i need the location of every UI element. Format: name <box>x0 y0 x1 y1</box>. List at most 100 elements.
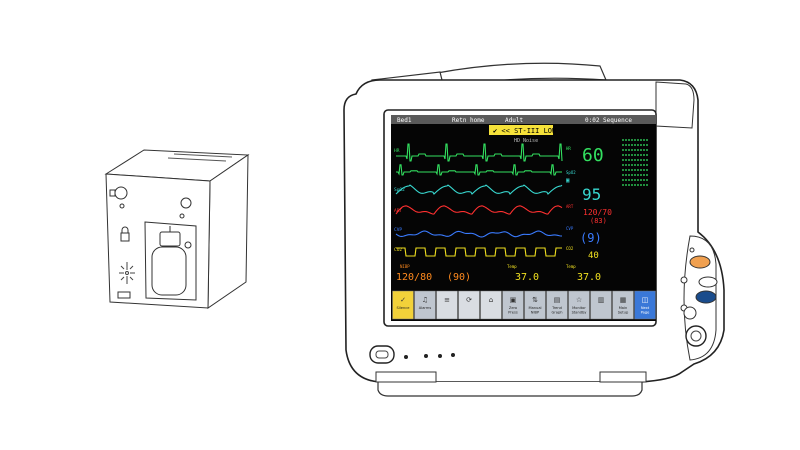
monitor-foot-left <box>375 371 437 383</box>
softkey-face[interactable] <box>458 290 480 320</box>
info-column <box>622 139 648 186</box>
softkey-label: Page <box>641 311 650 315</box>
alarm-silence-key[interactable] <box>689 255 711 269</box>
module-lock-icon <box>120 226 130 242</box>
art-value: 120/70 <box>583 208 612 217</box>
softkey-icon: ♫ <box>422 296 428 304</box>
key-white[interactable] <box>698 276 718 288</box>
monitor-base <box>377 382 643 397</box>
spo2-label: SpO2 <box>394 187 405 193</box>
cvp-waveform <box>395 230 562 238</box>
softkey[interactable]: ♫ Alarms <box>414 290 436 320</box>
module-connector-left[interactable] <box>114 186 128 200</box>
status-patient-type: Adult <box>505 117 523 124</box>
softkey-label: Alarms <box>419 306 432 310</box>
module-valve <box>184 241 192 249</box>
softkey-icon: ☆ <box>576 296 582 304</box>
softkey-bar: ✓Silence♫Alarms≡⟳⌂▣ZeroPress⇅ManualNIBP▤… <box>392 290 656 320</box>
softkey-face[interactable] <box>568 290 590 320</box>
hr-param-label: HR <box>566 146 571 151</box>
art-param-label: ART <box>566 204 574 209</box>
menu-key[interactable] <box>695 290 717 304</box>
module-connector-right[interactable] <box>180 197 192 209</box>
indicator-led-1 <box>404 355 408 359</box>
softkey-face[interactable] <box>546 290 568 320</box>
ecg-waveform <box>396 143 563 162</box>
temp1-label: Temp <box>507 264 517 269</box>
softkey-icon: ▥ <box>598 296 605 304</box>
softkey-face[interactable] <box>524 290 546 320</box>
ecg-label: HR <box>394 148 400 154</box>
key-round[interactable] <box>683 306 697 320</box>
monitor-screen: Bed1 Retn home Adult 0:02 Sequence ✔ << … <box>391 115 656 321</box>
module-pump-chamber <box>151 246 187 296</box>
patient-monitor: Bed1 Retn home Adult 0:02 Sequence ✔ << … <box>343 62 725 397</box>
softkey-face[interactable] <box>414 290 436 320</box>
softkey-label: Graph <box>551 311 562 315</box>
softkey-icon: ▤ <box>554 296 561 304</box>
softkey-icon: ⟳ <box>466 296 472 304</box>
softkey-face[interactable] <box>634 290 656 320</box>
module-vent-icon <box>119 262 135 284</box>
indicator-led-2 <box>424 354 428 358</box>
spo2-waveform <box>395 184 563 195</box>
co2-value: 40 <box>588 251 599 261</box>
status-retn: Retn home <box>452 117 485 124</box>
softkey[interactable]: ✓ Silence <box>392 290 414 320</box>
alarm-message: ✔ << ST-III LOW <box>493 127 557 135</box>
power-icon <box>375 350 389 359</box>
module-screw-1 <box>119 203 125 209</box>
status-bed: Bed1 <box>397 117 412 124</box>
indicator-led-3 <box>438 354 442 358</box>
key-small-1[interactable] <box>680 276 688 284</box>
softkey-face[interactable] <box>612 290 634 320</box>
softkey-icon: ▦ <box>620 296 627 304</box>
spo2-value: 95 <box>582 185 601 204</box>
softkey[interactable]: ≡ <box>436 290 458 320</box>
softkey-icon: ◫ <box>642 296 649 304</box>
softkey-face[interactable] <box>502 290 524 320</box>
co2-waveform <box>396 247 562 257</box>
spo2-param-label: SpO2 <box>566 170 576 175</box>
nibp-mean-value: (90) <box>447 272 471 283</box>
monitor-right-block <box>655 81 695 129</box>
ecg-waveform-2 <box>396 164 562 176</box>
cvp-value: (9) <box>580 231 602 245</box>
softkey-label: Silence <box>397 306 411 310</box>
softkey[interactable]: ▥ <box>590 290 612 320</box>
module-top-groove-1 <box>167 157 227 162</box>
indicator-led-4 <box>451 353 455 357</box>
module-screw-2 <box>179 213 185 219</box>
module-pump-clamp[interactable] <box>159 231 181 247</box>
module-status-led <box>109 189 116 197</box>
module-side-face <box>207 154 249 309</box>
co2-param-label: CO2 <box>566 246 574 251</box>
softkey-face[interactable] <box>480 290 502 320</box>
softkey-label: Zero <box>509 306 517 310</box>
alarm-banner[interactable] <box>489 125 553 135</box>
softkey-label: Monitor <box>572 306 586 310</box>
softkey-label: Manual <box>528 306 541 310</box>
softkey-face[interactable] <box>392 290 414 320</box>
co2-label: CO2 <box>394 247 402 253</box>
art-label: ART <box>394 208 402 214</box>
softkey[interactable]: ⟳ <box>458 290 480 320</box>
side-module <box>104 149 250 309</box>
nibp-label: NIBP <box>400 264 410 269</box>
softkey-icon: ✓ <box>400 296 406 304</box>
hr-value: 60 <box>582 145 604 166</box>
sub-message: HD Noise <box>514 138 538 144</box>
softkey-face[interactable] <box>590 290 612 320</box>
softkey[interactable]: ⌂ <box>480 290 502 320</box>
status-sequence: 0:02 Sequence <box>585 117 632 124</box>
alarm-indicator-icon <box>689 247 695 253</box>
softkey-face[interactable] <box>436 290 458 320</box>
module-release-button[interactable] <box>117 291 131 299</box>
